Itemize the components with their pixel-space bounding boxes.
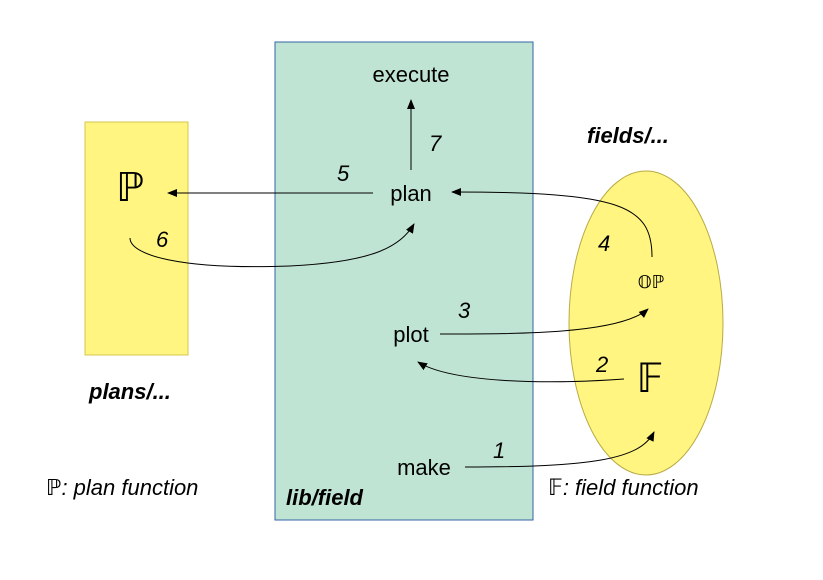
legend-plan: ℙ: plan function <box>46 475 198 501</box>
fields-caption: fields/... <box>587 123 669 148</box>
arrow-make-to-field <box>464 431 655 468</box>
step-5: 5 <box>337 161 350 186</box>
plans-symbol: ℙ <box>116 165 144 211</box>
legend-field-text: : field function <box>563 475 699 500</box>
make-label: make <box>397 455 451 480</box>
plans-caption: plans/... <box>88 379 171 404</box>
field-symbol: 𝔽 <box>637 356 664 402</box>
legend-field-symbol: 𝔽 <box>548 476 563 501</box>
arrow-plot-to-op <box>439 308 649 335</box>
lib-field-title: lib/field <box>286 485 364 510</box>
step-1: 1 <box>493 438 505 463</box>
op-symbol: 𝕆ℙ <box>638 272 665 293</box>
lib-field-box <box>274 41 534 521</box>
arrow-op-to-plan <box>451 188 653 258</box>
step-6: 6 <box>156 227 169 252</box>
legend-plan-symbol: ℙ <box>46 476 61 501</box>
step-3: 3 <box>458 298 471 323</box>
plans-box <box>84 121 189 356</box>
arrow-plans-to-plan <box>129 223 415 268</box>
step-2: 2 <box>595 352 608 377</box>
legend-plan-text: : plan function <box>61 475 198 500</box>
step-4: 4 <box>598 231 610 256</box>
fields-ellipse <box>568 170 724 476</box>
arrow-field-to-plot <box>417 361 625 383</box>
step-7: 7 <box>429 131 442 156</box>
plan-label: plan <box>390 181 432 206</box>
legend-field: 𝔽: field function <box>548 475 699 501</box>
plot-label: plot <box>393 322 428 347</box>
execute-label: execute <box>372 62 449 87</box>
